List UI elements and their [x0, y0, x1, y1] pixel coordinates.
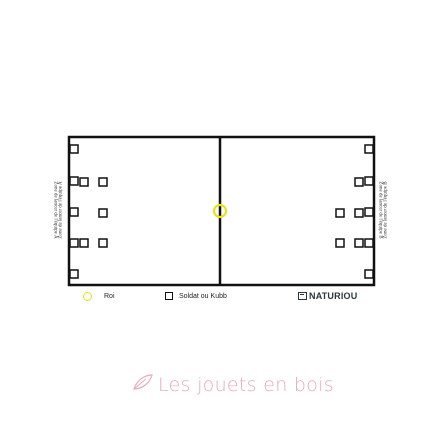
roi-legend-icon: [83, 292, 92, 301]
kubb-a-baseline-1: [69, 144, 79, 154]
kubb-b-baseline-5: [364, 269, 374, 279]
kubb-a-field-5: [98, 238, 108, 248]
kubb-a-baseline-2: [69, 176, 79, 186]
kubb-b-baseline-4: [364, 238, 374, 248]
kubb-a-baseline-4: [69, 238, 79, 248]
kubb-b-field-4: [335, 238, 345, 248]
leaf-icon: [133, 374, 153, 390]
brand-name: NATURIOU: [309, 291, 358, 301]
footer-tagline: Les jouets en bois: [158, 374, 334, 396]
kubb-b-field-2: [354, 238, 364, 248]
kubb-a-field-4: [98, 208, 108, 218]
legend-roi-label: Roi: [104, 293, 115, 300]
brand-mark-icon: [298, 292, 307, 300]
zone-label-team-b: Zone de lancer de l'équipe B: [377, 181, 383, 239]
kubb-b-field-1: [354, 177, 364, 187]
kubb-legend-icon: [165, 292, 173, 300]
zone-label-team-a: Zone de lancer de l'équipe A: [52, 181, 58, 239]
kubb-a-field-3: [98, 177, 108, 187]
kubb-a-baseline-5: [69, 269, 79, 279]
legend-soldat: Soldat ou Kubb: [165, 292, 227, 300]
legend-soldat-label: Soldat ou Kubb: [179, 292, 227, 300]
kubb-a-field-2: [79, 238, 89, 248]
kubb-b-field-5: [354, 208, 364, 218]
kubb-b-baseline-3: [364, 207, 374, 217]
field-boundary: [67, 135, 376, 287]
roi-piece: [212, 203, 228, 219]
zone-label-team-b-inverted: Zone de lancer de l'équipe B: [383, 181, 389, 239]
kubb-a-baseline-3: [69, 207, 79, 217]
kubb-b-field-3: [335, 208, 345, 218]
zone-label-team-a-inverted: Zone de lancer de l'équipe A: [58, 181, 64, 239]
brand-logo: NATURIOU: [298, 291, 357, 301]
kubb-a-field-1: [79, 177, 89, 187]
kubb-b-baseline-2: [364, 176, 374, 186]
kubb-b-baseline-1: [364, 144, 374, 154]
legend-roi: Roi: [83, 292, 115, 301]
